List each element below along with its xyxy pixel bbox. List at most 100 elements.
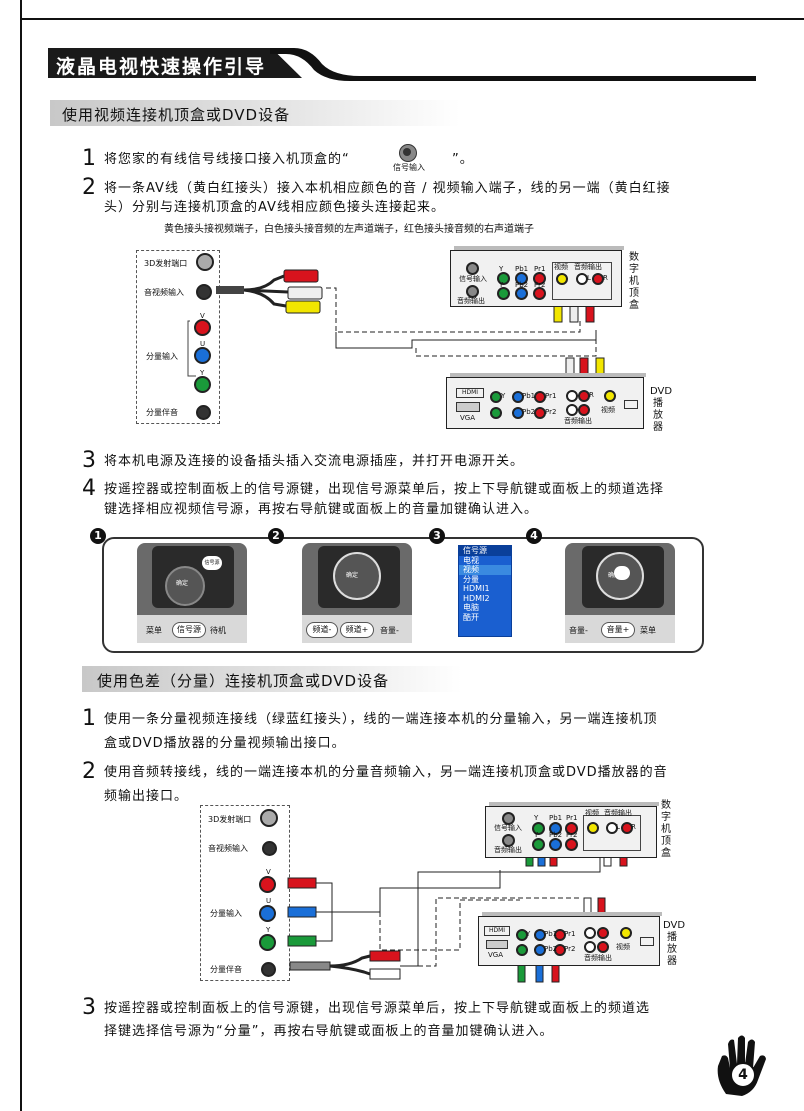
dvd2-audio-label: 音频输出 <box>584 954 612 962</box>
stb1-av-block <box>552 262 612 300</box>
tv-panel-1 <box>136 250 220 424</box>
s2-step1-line1: 使用一条分量视频连接线（绿蓝红接头），线的一端连接本机的分量输入，另一端连接机顶 <box>104 712 658 727</box>
source-menu-item-video[interactable]: 视频 <box>459 565 511 575</box>
step4-line1: 按遥控器或控制面板上的信号源键，出现信号源菜单后，按上下导航键或面板上的频道选择 <box>104 482 665 497</box>
panel4-volume-down-label: 音量- <box>569 626 588 635</box>
stb2-r-label: R <box>631 823 636 831</box>
panel2-channel-down-button[interactable]: 频道- <box>306 622 338 638</box>
remote1-dpad[interactable] <box>165 566 205 606</box>
stb1-y2-label: Y <box>499 281 504 289</box>
source-menu-item-hdmi2[interactable]: HDMI2 <box>463 593 490 603</box>
panel4-menu-label: 菜单 <box>640 626 656 635</box>
stb1-l-label: L <box>587 274 591 282</box>
header-bar <box>48 48 302 78</box>
stb2-pr-port <box>565 822 578 835</box>
stb2-audio-label: 音频输出 <box>494 846 522 854</box>
tv2-av-port <box>262 841 277 856</box>
dvd1-pr2-label: Pr2 <box>545 408 557 416</box>
stb1-signal-port <box>466 262 479 275</box>
dvd2-pb2-label: Pb2 <box>544 945 558 953</box>
stb1-y-label: Y <box>499 265 504 273</box>
stb2-pr1-label: Pr1 <box>566 814 578 822</box>
panel2-channel-up-button[interactable]: 频道+ <box>340 622 374 638</box>
remote2-dpad[interactable] <box>333 552 381 600</box>
stb2-pb2-label: Pb2 <box>549 831 563 839</box>
source-menu-item-tv[interactable]: 电视 <box>463 555 479 565</box>
step3-text: 将本机电源及连接的设备插头插入交流电源插座，并打开电源开关。 <box>104 454 525 469</box>
stb1-l-port <box>576 273 588 285</box>
stb1-video-label: 视频 <box>554 263 568 271</box>
remote1-ok-label: 确定 <box>176 580 189 587</box>
remote1-source-button[interactable]: 信号源 <box>202 556 222 570</box>
stb1-pr2-label: Pr2 <box>534 281 546 289</box>
dvd2-pb2-port <box>534 944 546 956</box>
dvd1-label-top: DVD <box>650 386 673 397</box>
section2-title: 使用色差（分量）连接机顶盒或DVD设备 <box>97 672 390 690</box>
source-menu-item-hdmi1[interactable]: HDMI1 <box>463 584 490 593</box>
source-menu-item-pc[interactable]: 电脑 <box>463 603 479 612</box>
section1-title: 使用视频连接机顶盒或DVD设备 <box>62 106 291 124</box>
stb1-audio-label: 音频输出 <box>457 297 485 305</box>
stb1-audio-port <box>466 285 479 298</box>
step1-text: 将您家的有线信号线接口接入机顶盒的“ <box>104 152 350 167</box>
source-menu-item-coocaa[interactable]: 酷开 <box>463 612 479 622</box>
dvd2-pr1-label: Pr1 <box>564 930 576 938</box>
tv2-u-port <box>259 905 276 922</box>
stb2-pb1-label: Pb1 <box>549 814 563 822</box>
dvd1-pb2-port <box>512 407 524 419</box>
stb2-pr2-port <box>565 838 578 851</box>
dvd1-y2-port <box>490 407 502 419</box>
dvd1-top <box>450 373 646 377</box>
tv1-component-label: 分量输入 <box>146 352 178 361</box>
tv2-y-port <box>259 934 276 951</box>
tv1-comp-audio-port <box>196 405 211 420</box>
dvd1-pb1-label: Pb1 <box>522 392 536 400</box>
dvd2-video-port <box>620 927 632 939</box>
tv1-v-port <box>194 319 211 336</box>
stb1-top <box>454 246 624 250</box>
tv1-3d-label: 3D发射端口 <box>144 259 188 268</box>
stb1-pr-port <box>533 272 546 285</box>
stb1-y2-port <box>497 287 510 300</box>
dvd2-r-port <box>597 927 609 939</box>
stb2-signal-label: 信号输入 <box>494 824 522 832</box>
page-title: 液晶电视快速操作引导 <box>56 56 267 78</box>
panel4-volume-up-button[interactable]: 音量+ <box>601 622 635 638</box>
dvd1-label-rest: 播放器 <box>653 398 663 433</box>
dvd1-l-port <box>566 390 578 402</box>
stb1-signal-label: 信号输入 <box>459 275 487 283</box>
tv2-av-label: 音视频输入 <box>208 844 248 853</box>
dvd1-audio-label: 音频输出 <box>564 417 592 425</box>
dvd2-label-rest: 播放器 <box>667 932 677 967</box>
dvd2-vga-label: VGA <box>488 951 504 959</box>
dvd2-label-top: DVD <box>663 920 686 931</box>
dvd2-l-port <box>584 927 596 939</box>
guide-marker-4: 4 <box>526 528 542 544</box>
dvd2-pr2-label: Pr2 <box>564 945 576 953</box>
source-menu-item-component[interactable]: 分量 <box>463 574 479 584</box>
tv1-av-port <box>196 284 212 300</box>
s2-step3-number: 3 <box>82 995 96 1020</box>
dvd1-pr1-label: Pr1 <box>545 392 557 400</box>
page-number: 4 <box>730 1062 756 1088</box>
dvd1-y-port <box>490 391 502 403</box>
tv1-comp-audio-label: 分量伴音 <box>146 408 178 417</box>
s2-step2-number: 2 <box>82 759 96 784</box>
stb1-pb2-port <box>515 287 528 300</box>
s2-step3-line1: 按遥控器或控制面板上的信号源键，出现信号源菜单后，按上下导航键或面板上的频道选 <box>104 1001 651 1016</box>
stb1-y-port <box>497 272 510 285</box>
step3-number: 3 <box>82 448 96 473</box>
stb2-y-port <box>532 822 545 835</box>
stb1-pb2-label: Pb2 <box>515 281 529 289</box>
stb1-pr2-port <box>533 287 546 300</box>
panel1-source-button[interactable]: 信号源 <box>172 622 206 638</box>
tv2-u-label: U <box>266 897 272 905</box>
tv2-v-label: V <box>266 868 271 876</box>
section2-bar <box>82 666 462 692</box>
section1-bar <box>50 100 460 126</box>
remote4-right-key[interactable] <box>614 566 630 580</box>
dvd1-l2-port <box>566 404 578 416</box>
stb2-signal-port <box>502 812 515 825</box>
step2-number: 2 <box>82 175 96 200</box>
dvd-device-2 <box>478 916 660 966</box>
